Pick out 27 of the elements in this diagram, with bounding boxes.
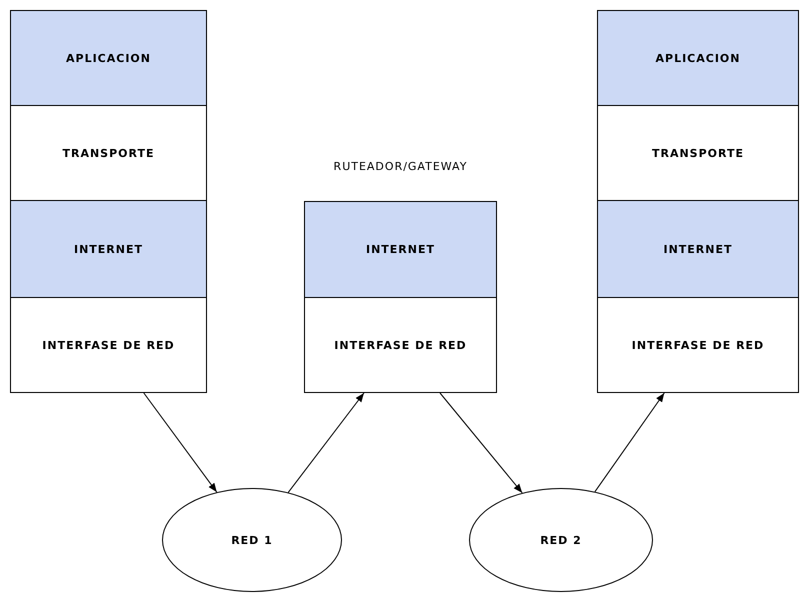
arrow (440, 392, 523, 494)
layer-label: TRANSPORTE (652, 146, 744, 160)
arrow (594, 392, 665, 492)
device-label: RUTEADOR/GATEWAY (332, 160, 468, 173)
layer-label: TRANSPORTE (62, 146, 155, 160)
layer-label: INTERNET (663, 242, 732, 256)
layer-box (597, 105, 799, 201)
layer-label: RED 2 (540, 534, 582, 546)
layer-label: INTERFASE DE RED (632, 338, 764, 352)
layer-label: INTERFASE DE RED (334, 338, 467, 352)
layer-label: APLICACION (656, 52, 740, 64)
arrow (288, 392, 364, 493)
layer-box (597, 200, 799, 298)
layer-box (10, 200, 207, 298)
layer-box (10, 297, 207, 393)
layer-box (10, 105, 207, 201)
layer-label: INTERNET (366, 243, 435, 256)
arrow (143, 392, 218, 493)
layer-label: APLICACION (66, 52, 151, 64)
layer-box (597, 297, 799, 393)
layer-box (304, 201, 497, 298)
layer-box (10, 10, 207, 106)
layer-box (304, 297, 497, 393)
layer-label: RED 1 (231, 534, 273, 546)
layer-label: INTERNET (74, 242, 143, 256)
layer-box (597, 10, 799, 106)
layer-label: INTERFASE DE RED (42, 338, 175, 352)
